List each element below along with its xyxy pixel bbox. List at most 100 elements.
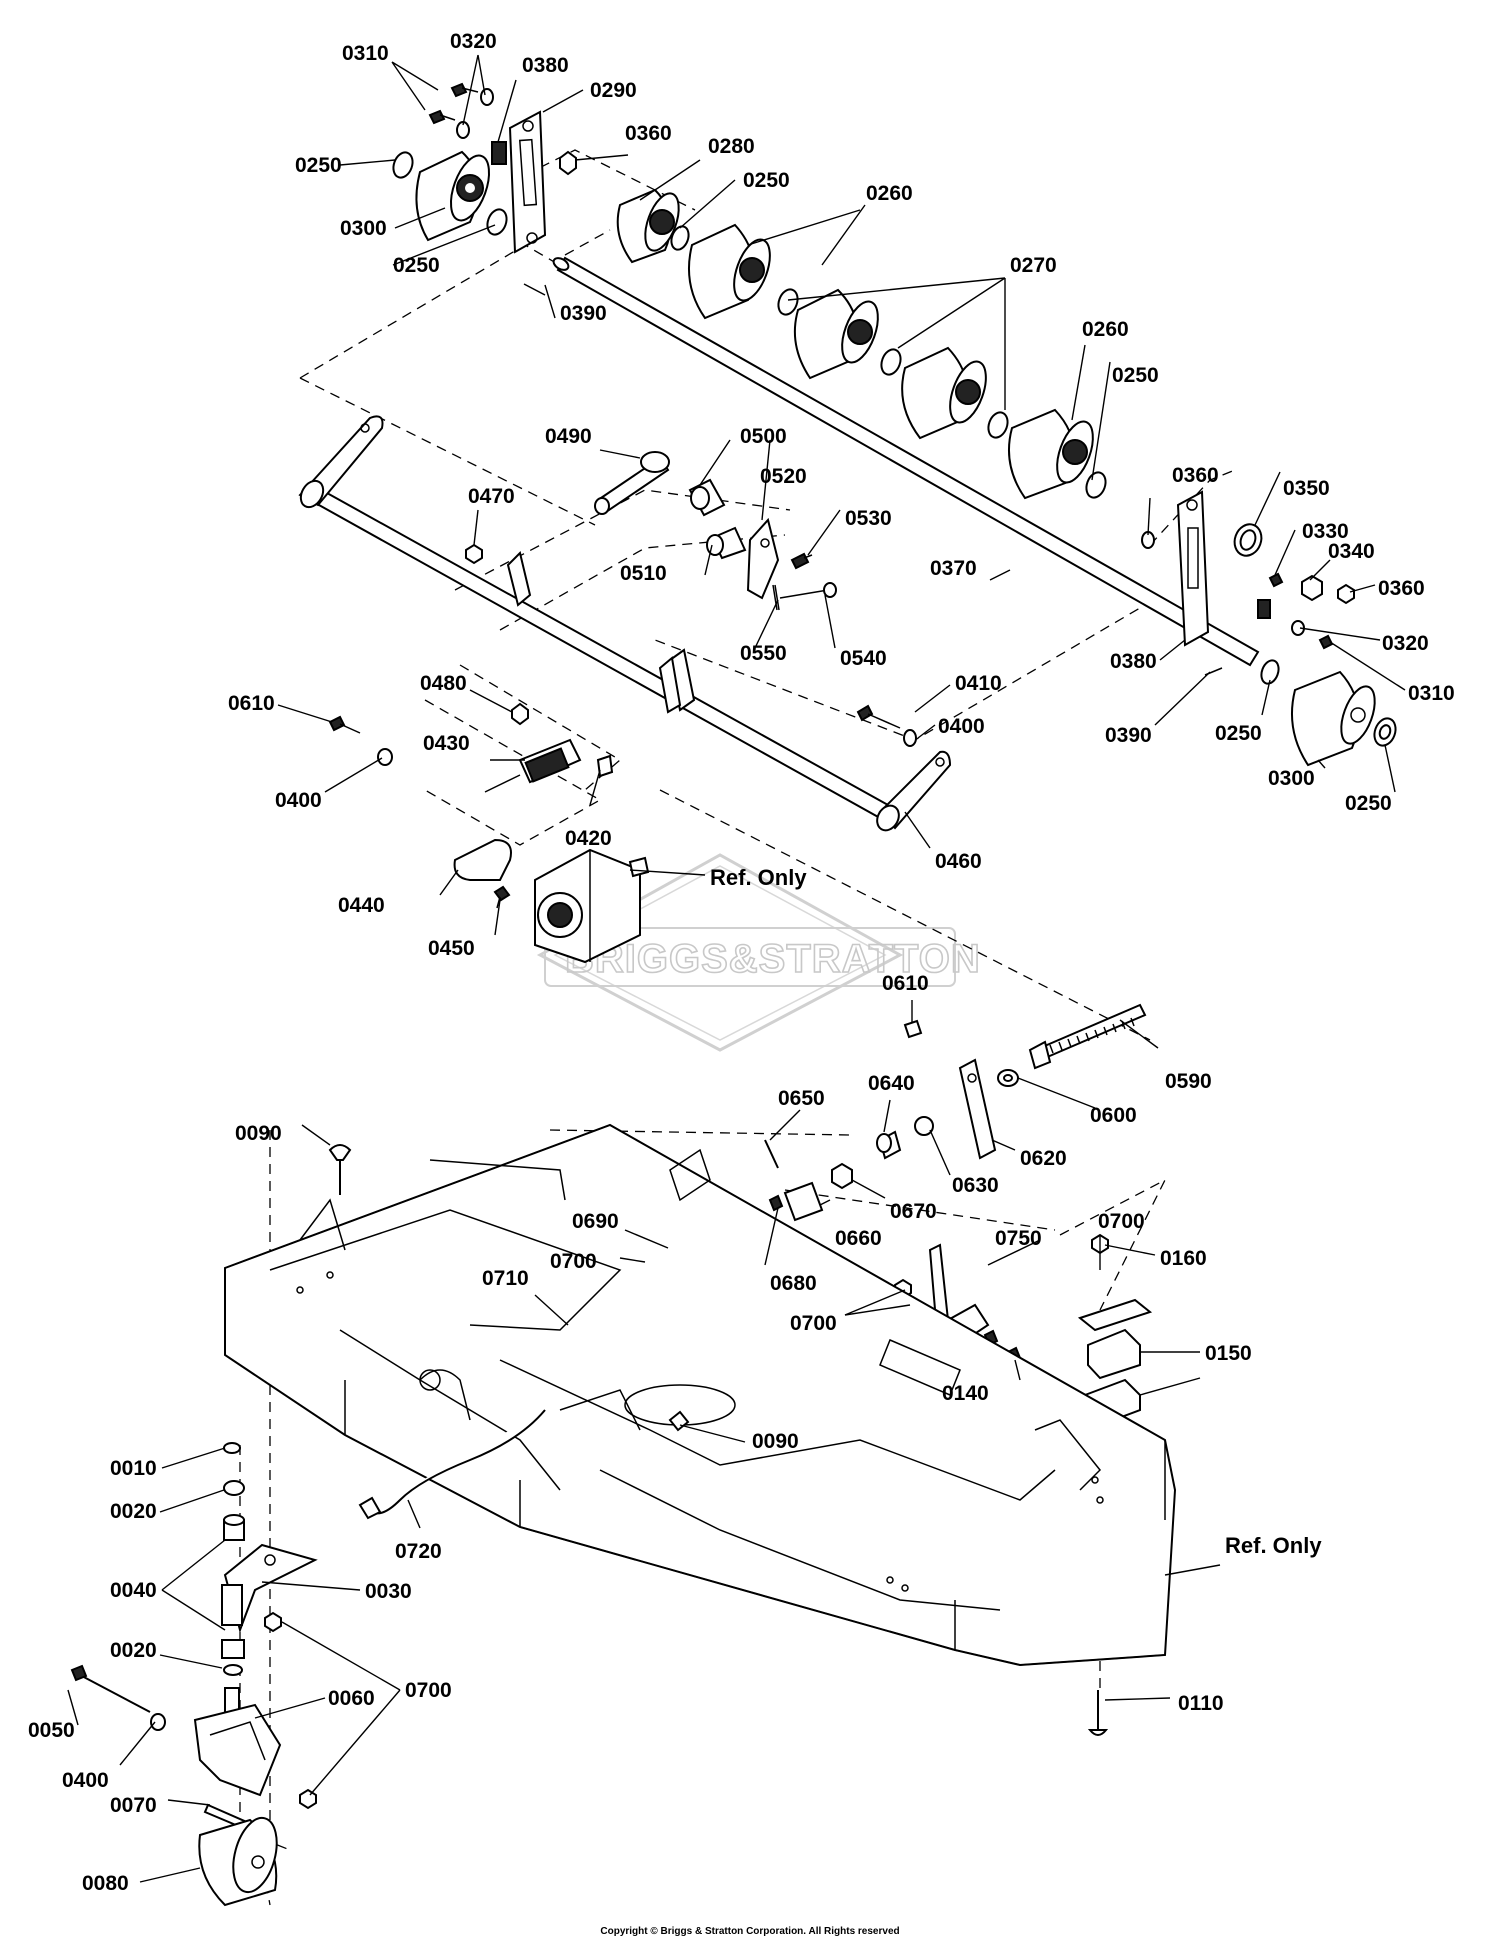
callout-0390: 0390 — [560, 302, 607, 325]
callout-0260: 0260 — [866, 182, 913, 205]
callout-0060: 0060 — [328, 1687, 375, 1710]
callout-0420: 0420 — [565, 827, 612, 850]
callout-0610: 0610 — [228, 692, 275, 715]
callout-0370: 0370 — [930, 557, 977, 580]
callout-0310: 0310 — [1408, 682, 1455, 705]
callout-0280: 0280 — [708, 135, 755, 158]
callout-0360: 0360 — [1172, 464, 1219, 487]
callout-0490: 0490 — [545, 425, 592, 448]
center-rollers — [616, 188, 1107, 500]
callout-0620: 0620 — [1020, 1147, 1067, 1170]
callout-0400: 0400 — [938, 715, 985, 738]
callout-0700: 0700 — [550, 1250, 597, 1273]
copyright-notice: Copyright © Briggs & Stratton Corporatio… — [600, 1926, 900, 1937]
callout-0080: 0080 — [82, 1872, 129, 1895]
callout-0530: 0530 — [845, 507, 892, 530]
mower-deck-reference — [224, 1123, 1177, 1736]
right-roller-bracket — [1176, 490, 1210, 647]
callout-0590: 0590 — [1165, 1070, 1212, 1093]
callout-0670: 0670 — [890, 1200, 937, 1223]
callout-0310: 0310 — [342, 42, 389, 65]
gearbox-reference — [534, 848, 650, 964]
callout-0500: 0500 — [740, 425, 787, 448]
callout-0090: 0090 — [235, 1122, 282, 1145]
callout-0600: 0600 — [1090, 1104, 1137, 1127]
callout-0260: 0260 — [1082, 318, 1129, 341]
callout-0680: 0680 — [770, 1272, 817, 1295]
callout-0250: 0250 — [1215, 722, 1262, 745]
callout-0250: 0250 — [1345, 792, 1392, 815]
callout-0710: 0710 — [482, 1267, 529, 1290]
callout-0650: 0650 — [778, 1087, 825, 1110]
callout-0540: 0540 — [840, 647, 887, 670]
callout-0380: 0380 — [522, 54, 569, 77]
part-callouts: 0310 0320 0380 0290 0250 0360 0280 0300 … — [28, 30, 1455, 1895]
callout-0630: 0630 — [952, 1174, 999, 1197]
callout-0550: 0550 — [740, 642, 787, 665]
callout-0030: 0030 — [365, 1580, 412, 1603]
callout-0300: 0300 — [1268, 767, 1315, 790]
gauge-wheel-assembly — [70, 1442, 318, 1907]
callout-0020: 0020 — [110, 1639, 157, 1662]
callout-0340: 0340 — [1328, 540, 1375, 563]
wire-harness — [369, 1409, 546, 1515]
callout-0250: 0250 — [295, 154, 342, 177]
callout-0160: 0160 — [1160, 1247, 1207, 1270]
callout-0400: 0400 — [62, 1769, 109, 1792]
callout-0360: 0360 — [1378, 577, 1425, 600]
callout-0010: 0010 — [110, 1457, 157, 1480]
callout-0320: 0320 — [1382, 632, 1429, 655]
callout-0110: 0110 — [1178, 1692, 1224, 1715]
callout-0270: 0270 — [1010, 254, 1057, 277]
briggs-stratton-watermark: BRIGGS&STRATTON — [536, 853, 981, 1052]
callout-0350: 0350 — [1283, 477, 1330, 500]
callout-0300: 0300 — [340, 217, 387, 240]
lift-shaft-assembly — [298, 415, 952, 832]
callout-0480: 0480 — [420, 672, 467, 695]
callout-0720: 0720 — [395, 1540, 442, 1563]
callout-0290: 0290 — [590, 79, 637, 102]
callout-0400: 0400 — [275, 789, 322, 812]
callout-0640: 0640 — [868, 1072, 915, 1095]
callout-0090: 0090 — [752, 1430, 799, 1453]
ref-only-note-gearbox: Ref. Only — [710, 865, 807, 890]
callout-0330: 0330 — [1302, 520, 1349, 543]
callout-0040: 0040 — [110, 1579, 157, 1602]
callout-0520: 0520 — [760, 465, 807, 488]
callout-0360: 0360 — [625, 122, 672, 145]
callout-0320: 0320 — [450, 30, 497, 53]
callout-0140: 0140 — [942, 1382, 989, 1405]
gauge-wheel — [198, 1816, 278, 1907]
leader-lines — [67, 54, 1406, 1883]
callout-0150: 0150 — [1205, 1342, 1252, 1365]
left-end-roller — [415, 150, 491, 242]
callout-0390: 0390 — [1105, 724, 1152, 747]
callout-0700: 0700 — [405, 1679, 452, 1702]
callout-0430: 0430 — [423, 732, 470, 755]
callout-0050: 0050 — [28, 1719, 75, 1742]
callout-0070: 0070 — [110, 1794, 157, 1817]
callout-0750: 0750 — [995, 1227, 1042, 1250]
callout-0690: 0690 — [572, 1210, 619, 1233]
anti-scalp-roller-assembly — [392, 82, 1397, 767]
callout-0440: 0440 — [338, 894, 385, 917]
callout-0470: 0470 — [468, 485, 515, 508]
callout-0410: 0410 — [955, 672, 1002, 695]
actuator-linkage — [328, 702, 650, 964]
ref-only-note-deck: Ref. Only — [1225, 1533, 1322, 1558]
callout-0660: 0660 — [835, 1227, 882, 1250]
watermark-brand-text: BRIGGS&STRATTON — [565, 937, 981, 981]
callout-0020: 0020 — [110, 1500, 157, 1523]
callout-0700: 0700 — [790, 1312, 837, 1335]
callout-0250: 0250 — [743, 169, 790, 192]
callout-0700: 0700 — [1098, 1210, 1145, 1233]
callout-0380: 0380 — [1110, 650, 1157, 673]
callout-0610: 0610 — [882, 972, 929, 995]
callout-0460: 0460 — [935, 850, 982, 873]
callout-0450: 0450 — [428, 937, 475, 960]
callout-0250: 0250 — [1112, 364, 1159, 387]
callout-0250: 0250 — [393, 254, 440, 277]
right-end-roller — [1291, 670, 1376, 767]
left-roller-bracket — [508, 110, 547, 254]
